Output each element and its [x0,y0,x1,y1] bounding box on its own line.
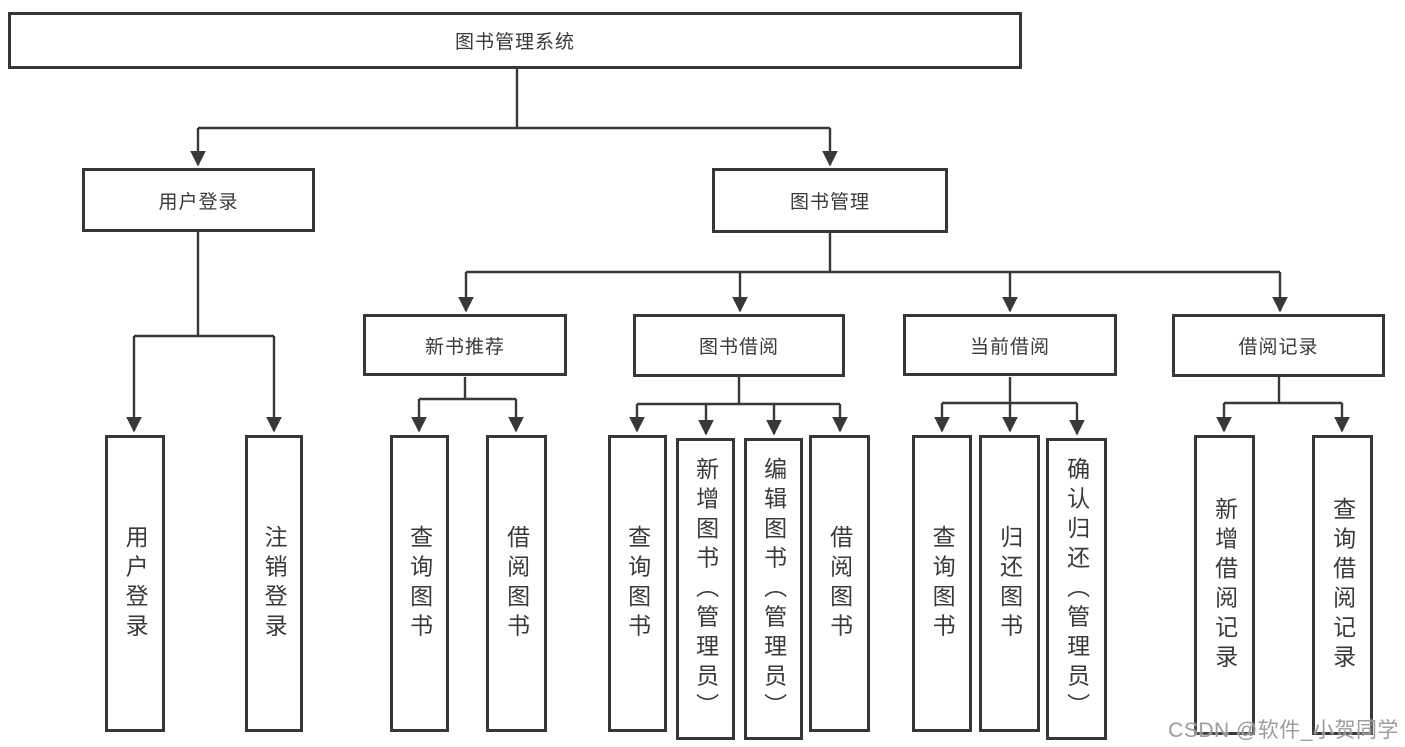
node-label: 用户登录 [158,191,239,213]
leaf-label: 注销登录 [261,524,288,643]
leaf-label: 查询借阅记录 [1329,496,1356,674]
node-book-management-system: 图书管理系统 [8,12,1022,69]
node-label: 当前借阅 [969,336,1050,358]
node-current-borrowing: 当前借阅 [903,314,1117,376]
node-label: 新书推荐 [424,336,505,358]
leaf-add-borrow-record: 新增借阅记录 [1194,435,1255,735]
leaf-label: 查询图书 [624,524,651,643]
leaf-label: 查询图书 [929,524,956,643]
node-user-login: 用户登录 [82,168,315,232]
leaf-query-books-recommend: 查询图书 [390,435,449,732]
leaf-label: 确认归还（管理员） [1063,456,1090,722]
leaf-label: 编辑图书（管理员） [760,456,787,722]
leaf-query-books-current: 查询图书 [912,435,972,732]
node-label: 图书借阅 [698,337,779,358]
node-new-book-recommendation: 新书推荐 [363,314,567,376]
leaf-borrow-books-recommend: 借阅图书 [486,435,547,732]
leaf-query-borrow-record: 查询借阅记录 [1312,435,1373,735]
node-borrowing-records: 借阅记录 [1172,314,1385,377]
leaf-add-book-admin: 新增图书（管理员） [676,438,735,740]
leaf-logout: 注销登录 [245,435,303,732]
leaf-user-login: 用户登录 [105,435,165,732]
leaf-label: 归还图书 [996,524,1023,643]
node-book-borrowing: 图书借阅 [633,314,845,377]
watermark: CSDN @软件_小贺同学 [1168,719,1399,742]
node-label: 图书管理系统 [454,32,575,53]
leaf-confirm-return-admin: 确认归还（管理员） [1046,438,1107,740]
leaf-edit-book-admin: 编辑图书（管理员） [744,438,803,740]
node-label: 借阅记录 [1238,337,1319,358]
leaf-label: 借阅图书 [503,524,530,643]
leaf-borrow-books-borrowing: 借阅图书 [809,435,870,732]
leaf-label: 查询图书 [406,524,433,643]
leaf-query-books-borrowing: 查询图书 [608,435,667,732]
node-book-management: 图书管理 [712,168,948,233]
leaf-label: 新增借阅记录 [1211,496,1238,674]
leaf-label: 新增图书（管理员） [692,456,719,722]
leaf-label: 用户登录 [122,524,149,643]
node-label: 图书管理 [789,192,870,213]
leaf-return-books: 归还图书 [979,435,1040,732]
leaf-label: 借阅图书 [826,524,853,643]
